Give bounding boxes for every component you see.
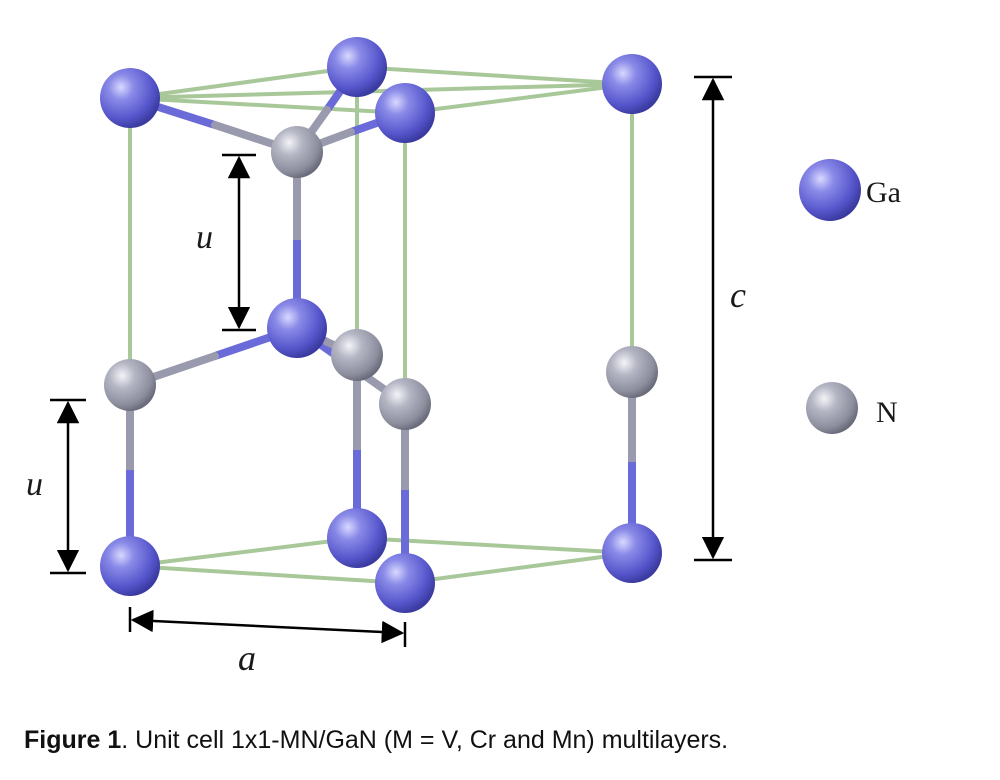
c-label: c [730, 275, 746, 315]
ga-atom [100, 536, 160, 596]
ga-atom [327, 37, 387, 97]
ga-atom [602, 523, 662, 583]
legend-n-label: N [876, 396, 898, 429]
n-atom [271, 126, 323, 178]
cell-edge [128, 564, 407, 585]
cell-edge [403, 551, 634, 585]
ga-atom [375, 83, 435, 143]
vertical-bonds [126, 152, 636, 583]
ga-atom [267, 298, 327, 358]
atoms [100, 37, 662, 613]
legend-ga-label: Ga [866, 176, 901, 209]
legend-n-swatch [806, 382, 858, 434]
n-atom [379, 378, 431, 430]
cell-edge [355, 536, 634, 555]
cell-edge [128, 536, 359, 568]
cell-edge [355, 65, 634, 86]
ga-atom [602, 54, 662, 114]
ga-atom [100, 68, 160, 128]
cell-edge [128, 65, 359, 100]
ga-atom [327, 508, 387, 568]
figure-caption: Figure 1. Unit cell 1x1-MN/GaN (M = V, C… [24, 726, 728, 755]
cell-edge [403, 82, 634, 115]
n-atom [331, 329, 383, 381]
u-top-label: u [196, 219, 213, 256]
legend: Ga N [799, 159, 901, 434]
dimension-a [128, 607, 407, 647]
ga-atom [375, 553, 435, 613]
u-bottom-label: u [26, 466, 43, 503]
cell-edges [128, 65, 634, 585]
caption-text: . Unit cell 1x1-MN/GaN (M = V, Cr and Mn… [121, 726, 729, 754]
cell-edge [128, 82, 634, 100]
dimension-c [694, 75, 732, 562]
dimension-u-top [222, 153, 256, 332]
cell-edge [128, 96, 407, 115]
gan-unit-cell-diagram: u u c a Ga N [26, 37, 901, 678]
n-atom [606, 346, 658, 398]
n-atom [104, 359, 156, 411]
dimension-u-bottom [50, 398, 86, 575]
figure-number: Figure 1 [24, 726, 122, 754]
a-label: a [238, 638, 256, 678]
legend-ga-swatch [799, 159, 861, 221]
